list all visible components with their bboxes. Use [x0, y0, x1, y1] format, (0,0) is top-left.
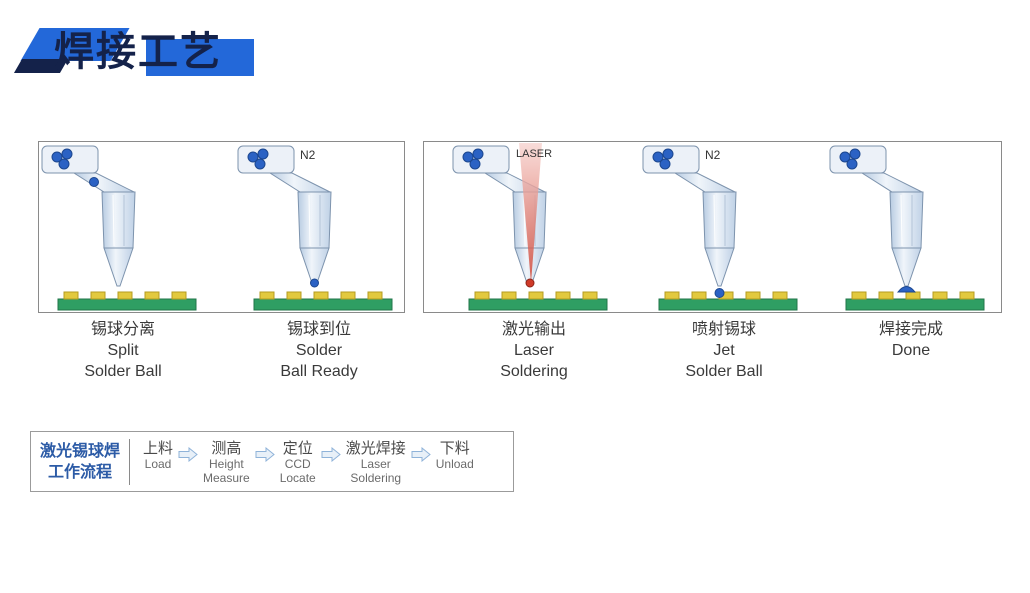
- caption-en: Soldering: [500, 363, 568, 380]
- process-panel-supply: [38, 141, 405, 313]
- flow-arrow-icon: [255, 432, 275, 491]
- caption-cn: 激光输出: [501, 321, 566, 338]
- title-highlight-bar: [146, 39, 254, 76]
- stage-4-caption: 喷射锡球 Jet Solder Ball: [644, 319, 804, 382]
- caption-en: Ball Ready: [280, 363, 358, 380]
- caption-cn: 焊接完成: [878, 321, 943, 338]
- stage-2-caption: 锡球到位 Solder Ball Ready: [239, 319, 399, 382]
- nozzle: [860, 172, 924, 287]
- caption-cn: 锡球分离: [90, 321, 155, 338]
- caption-en: Done: [891, 342, 931, 359]
- jetted-solder-ball: [714, 288, 725, 298]
- nozzle: [673, 172, 737, 287]
- ball-reservoir: [237, 145, 295, 174]
- solder-joint-dome: [896, 286, 917, 293]
- flow-arrow-icon: [411, 432, 431, 491]
- stage-1-caption: 锡球分离 Split Solder Ball: [43, 319, 203, 382]
- workflow-bar: 激光锡球焊 工作流程 上料 Load 测高 Height Measure 定位 …: [30, 431, 514, 492]
- stage-5-illustration: [829, 145, 985, 311]
- n2-label: N2: [705, 148, 721, 162]
- pcb: [253, 291, 393, 311]
- stage-3-illustration: LASER: [452, 143, 608, 311]
- molten-solder-ball: [525, 278, 535, 288]
- caption-en: Solder Ball: [685, 363, 763, 380]
- workflow-step-unload: 下料 Unload: [435, 440, 474, 471]
- caption-en: Laser: [513, 342, 555, 359]
- nozzle: [268, 172, 332, 287]
- stage-1-illustration: [41, 145, 197, 311]
- workflow-step-ccd-locate: 定位 CCD Locate: [279, 440, 316, 485]
- solder-ball: [89, 177, 99, 187]
- caption-en: Solder: [295, 342, 343, 359]
- ball-reservoir: [642, 145, 700, 174]
- stage-5-caption: 焊接完成 Done: [831, 319, 991, 361]
- pcb: [468, 291, 608, 311]
- pcb: [658, 291, 798, 311]
- caption-en: Solder Ball: [84, 363, 162, 380]
- caption-cn: 喷射锡球: [691, 321, 756, 338]
- workflow-step-laser-soldering: 激光焊接 Laser Soldering: [345, 440, 406, 485]
- workflow-step-load: 上料 Load: [143, 440, 174, 471]
- ball-reservoir: [452, 145, 510, 174]
- workflow-divider: [129, 439, 130, 485]
- page-title: 焊接工艺: [13, 26, 286, 84]
- ball-reservoir: [829, 145, 887, 174]
- caption-cn: 锡球到位: [286, 321, 351, 338]
- caption-en: Jet: [713, 342, 735, 359]
- flow-arrow-icon: [178, 432, 198, 491]
- workflow-title-line1: 激光锡球焊: [39, 443, 120, 460]
- n2-label: N2: [300, 148, 316, 162]
- workflow-title: 激光锡球焊 工作流程: [31, 432, 129, 491]
- ball-reservoir: [41, 145, 99, 174]
- pcb: [845, 291, 985, 311]
- pcb: [57, 291, 197, 311]
- workflow-title-line2: 工作流程: [47, 464, 112, 481]
- flow-arrow-icon: [321, 432, 341, 491]
- page-title-text: 焊接工艺: [54, 30, 222, 74]
- stage-3-caption: 激光输出 Laser Soldering: [454, 319, 614, 382]
- laser-label: LASER: [516, 148, 552, 160]
- stage-2-illustration: N2: [237, 145, 393, 311]
- nozzle: [72, 172, 136, 287]
- workflow-step-height-measure: 测高 Height Measure: [203, 440, 250, 485]
- stage-4-illustration: N2: [642, 145, 798, 311]
- laser-beam: [519, 143, 542, 283]
- caption-en: Split: [107, 342, 139, 359]
- solder-ball: [310, 278, 319, 288]
